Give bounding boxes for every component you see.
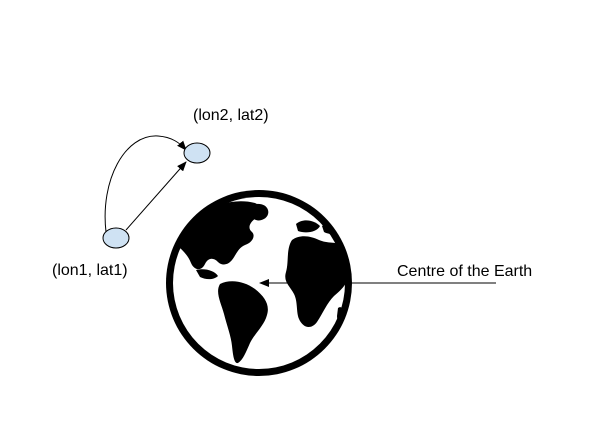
straight-path-arrow [125,161,187,231]
point-lon2-lat2 [183,142,211,164]
point-lon1-lat1 [102,227,130,249]
centre-label: Centre of the Earth [397,263,533,280]
curved-path-arrow [104,135,187,233]
earth-globe-icon [166,190,352,376]
point2-label: (lon2, lat2) [193,107,269,124]
point1-label: (lon1, lat1) [52,262,128,279]
